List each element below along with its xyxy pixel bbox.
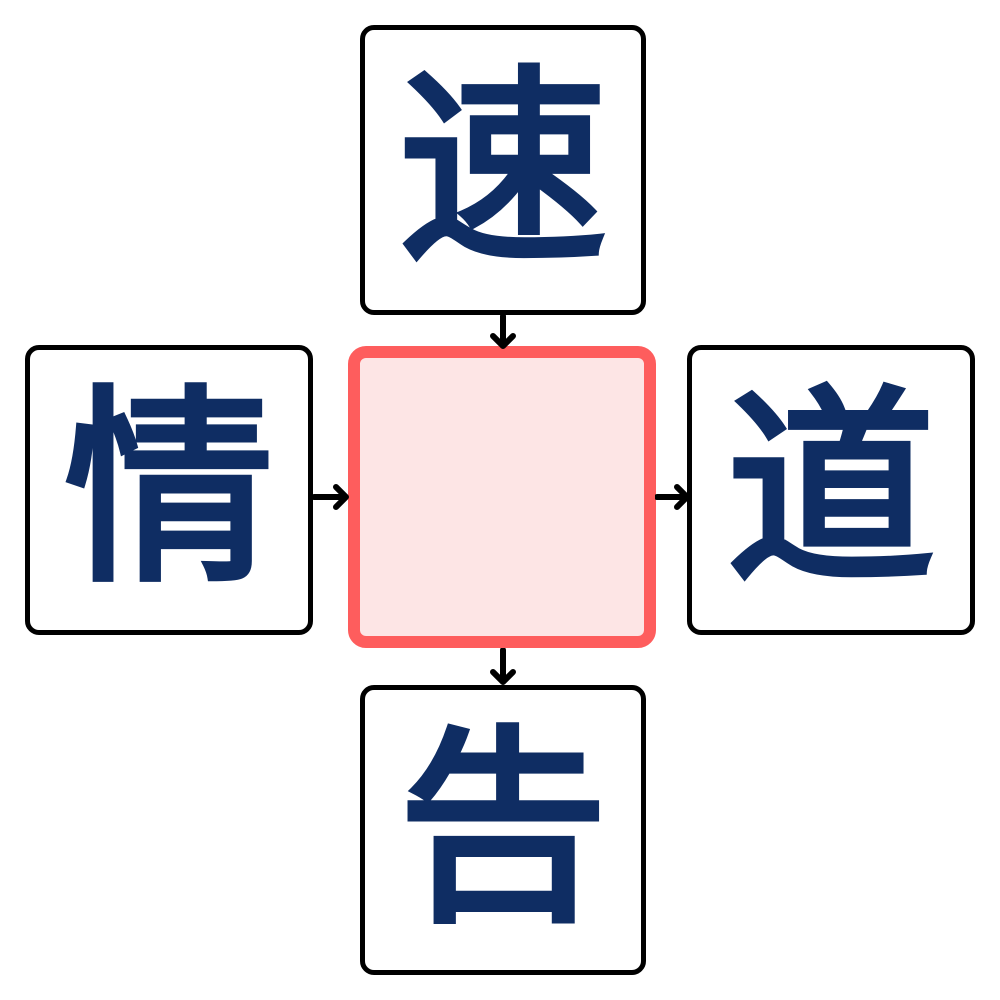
arrow-right-icon <box>312 484 349 510</box>
arrow-down-icon <box>490 314 516 349</box>
top-clue-box: 速 <box>360 25 646 315</box>
bottom-kanji: 告 <box>397 707 608 952</box>
arrow-right-icon <box>655 484 690 510</box>
top-kanji: 速 <box>397 47 608 292</box>
left-clue-box: 情 <box>25 345 313 635</box>
bottom-clue-box: 告 <box>360 685 646 975</box>
left-kanji: 情 <box>63 367 274 612</box>
answer-box[interactable] <box>348 346 656 648</box>
right-kanji: 道 <box>725 367 936 612</box>
arrow-down-icon <box>490 648 516 685</box>
right-clue-box: 道 <box>687 345 975 635</box>
